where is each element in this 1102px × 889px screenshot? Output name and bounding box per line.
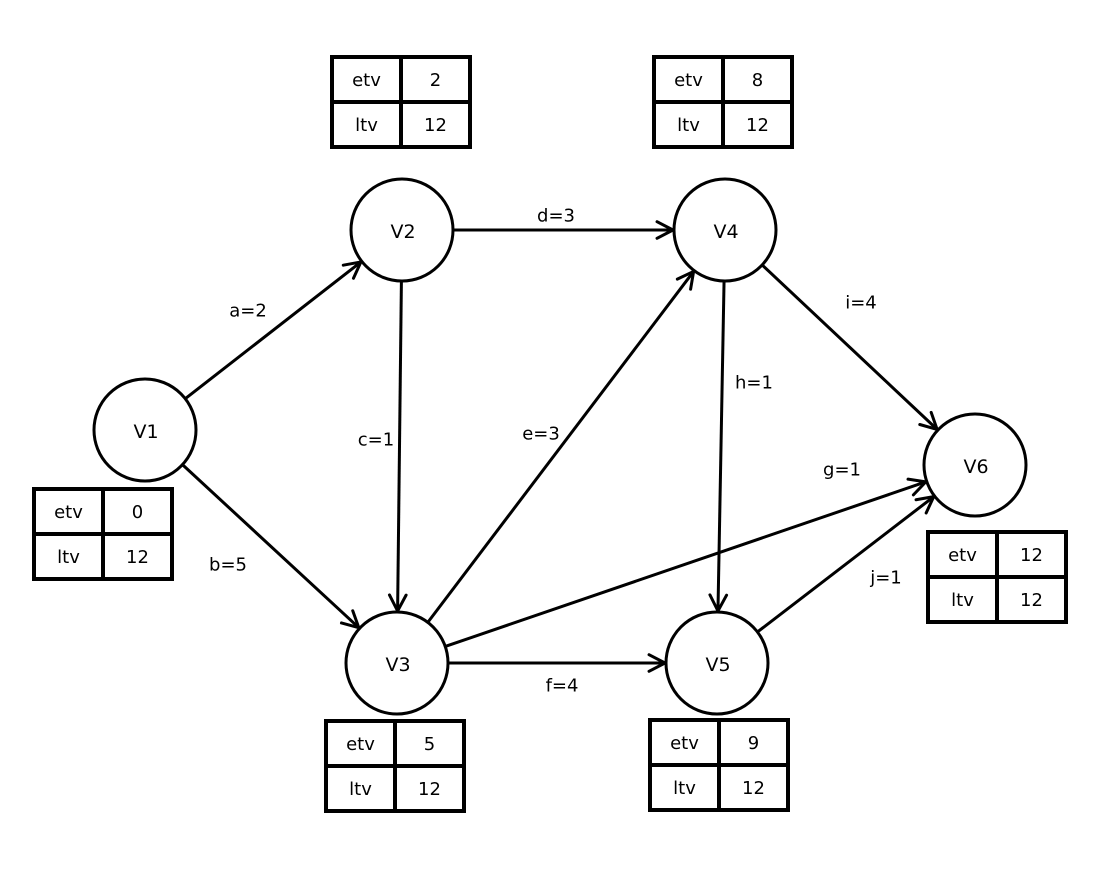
edge-g: g=1 xyxy=(444,460,928,648)
etv-label: etv xyxy=(54,502,83,523)
edge-line xyxy=(396,280,403,612)
node-label: V2 xyxy=(390,221,415,243)
edge-a: a=2 xyxy=(184,260,363,400)
node-v6: V6 xyxy=(922,412,1028,518)
edge-label: j=1 xyxy=(869,568,902,589)
node-v2: V2 xyxy=(349,177,455,283)
time-table-v5: etv 9 ltv 12 xyxy=(648,718,790,812)
edge-label: h=1 xyxy=(735,373,773,394)
edge-layer: a=2 b=5 c=1 d=3 e=3 f=4 g=1 h=1 i=4 j=1 xyxy=(181,206,939,697)
edge-j: j=1 xyxy=(756,495,936,634)
node-circle xyxy=(92,377,198,483)
etv-value: 12 xyxy=(1020,545,1043,566)
etv-label: etv xyxy=(352,70,381,91)
edge-label: g=1 xyxy=(823,460,861,481)
node-circle xyxy=(349,177,455,283)
edge-label: d=3 xyxy=(537,206,575,227)
edge-i: i=4 xyxy=(761,263,939,431)
node-v5: V5 xyxy=(664,610,770,716)
node-circle xyxy=(664,610,770,716)
ltv-value: 12 xyxy=(126,547,149,568)
node-circle xyxy=(672,177,778,283)
ltv-label: ltv xyxy=(673,778,696,799)
edge-b: b=5 xyxy=(181,463,361,630)
node-label: V1 xyxy=(133,421,158,443)
edge-line xyxy=(184,260,362,400)
edge-line xyxy=(181,463,360,629)
time-table-v3: etv 5 ltv 12 xyxy=(324,719,466,813)
node-label: V4 xyxy=(713,221,738,243)
node-circle xyxy=(922,412,1028,518)
ltv-label: ltv xyxy=(57,547,80,568)
time-table-v4: etv 8 ltv 12 xyxy=(652,55,794,149)
etv-label: etv xyxy=(674,70,703,91)
time-table-v2: etv 2 ltv 12 xyxy=(330,55,472,149)
node-label: V3 xyxy=(385,654,410,676)
edge-label: b=5 xyxy=(209,555,247,576)
ltv-label: ltv xyxy=(349,779,372,800)
ltv-value: 12 xyxy=(424,115,447,136)
edge-label: f=4 xyxy=(546,676,579,697)
etv-label: etv xyxy=(670,733,699,754)
edge-line xyxy=(716,280,726,612)
edge-c: c=1 xyxy=(358,280,408,613)
table-layer: etv 0 ltv 12 etv 2 ltv 12 etv 5 ltv 12 etv 8 ltv 12 etv 9… xyxy=(32,55,1068,813)
edge-label: c=1 xyxy=(358,430,394,451)
etv-value: 8 xyxy=(752,70,763,91)
ltv-value: 12 xyxy=(742,778,765,799)
ltv-value: 12 xyxy=(1020,590,1043,611)
ltv-label: ltv xyxy=(951,590,974,611)
edge-line xyxy=(444,480,927,648)
etv-label: etv xyxy=(346,734,375,755)
ltv-label: ltv xyxy=(355,115,378,136)
node-label: V6 xyxy=(963,456,988,478)
node-v4: V4 xyxy=(672,177,778,283)
etv-label: etv xyxy=(948,545,977,566)
etv-value: 5 xyxy=(424,734,435,755)
ltv-label: ltv xyxy=(677,115,700,136)
edge-label: i=4 xyxy=(845,293,877,314)
edge-line xyxy=(426,270,695,624)
edge-line xyxy=(756,495,935,634)
ltv-value: 12 xyxy=(418,779,441,800)
etv-value: 9 xyxy=(748,733,759,754)
ltv-value: 12 xyxy=(746,115,769,136)
etv-value: 0 xyxy=(132,502,143,523)
node-circle xyxy=(344,610,450,716)
node-label: V5 xyxy=(705,654,730,676)
etv-value: 2 xyxy=(430,70,441,91)
edge-label: e=3 xyxy=(522,424,560,445)
edge-line xyxy=(761,263,939,431)
time-table-v1: etv 0 ltv 12 xyxy=(32,487,174,581)
edge-h: h=1 xyxy=(708,280,773,613)
node-v3: V3 xyxy=(344,610,450,716)
edge-label: a=2 xyxy=(229,301,267,322)
edge-e: e=3 xyxy=(426,269,696,624)
node-v1: V1 xyxy=(92,377,198,483)
time-table-v6: etv 12 ltv 12 xyxy=(926,530,1068,624)
edge-d: d=3 xyxy=(453,206,675,240)
edge-f: f=4 xyxy=(448,653,667,697)
